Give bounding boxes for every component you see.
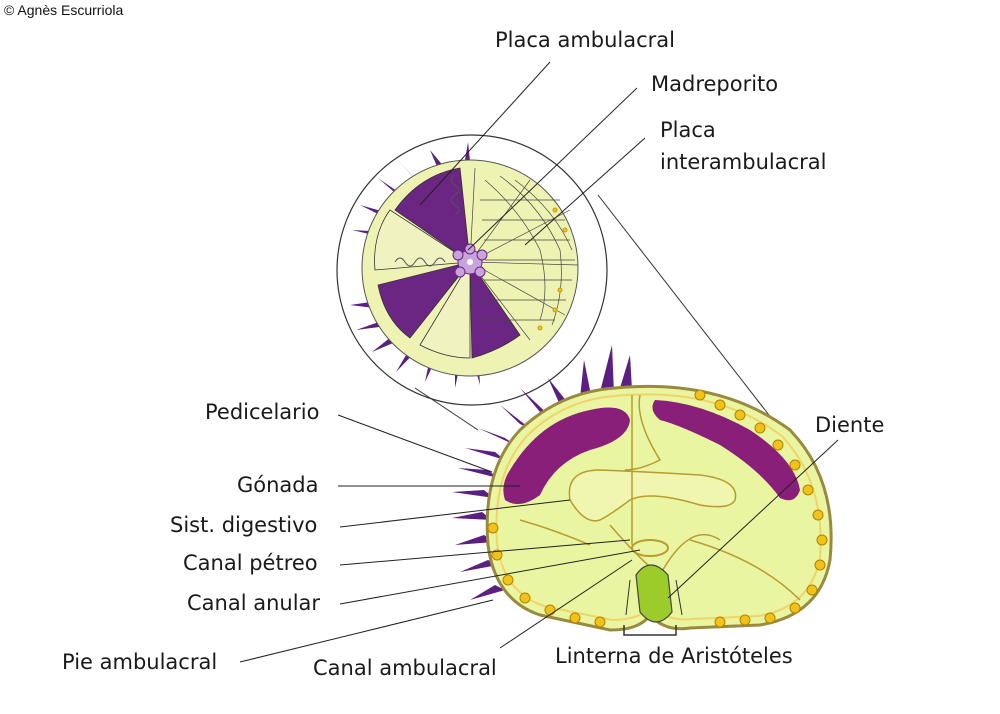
aboral-view — [336, 134, 608, 406]
label-sist-digestivo: Sist. digestivo — [170, 513, 318, 537]
label-placa-ambulacral: Placa ambulacral — [495, 28, 676, 52]
leader-lines — [239, 61, 839, 663]
label-gonada: Gónada — [237, 473, 319, 497]
label-pie-ambulacral: Pie ambulacral — [62, 650, 218, 674]
tube-feet — [487, 389, 828, 628]
label-placa-interambulacral-line2: interambulacral — [660, 150, 827, 174]
label-linterna-aristoteles: Linterna de Aristóteles — [555, 644, 793, 668]
label-madreporito: Madreporito — [651, 72, 779, 96]
label-pedicelario: Pedicelario — [205, 400, 320, 424]
label-canal-anular: Canal anular — [187, 591, 321, 615]
label-diente: Diente — [815, 413, 885, 437]
label-placa-interambulacral-line1: Placa — [660, 118, 716, 142]
label-canal-petreo: Canal pétreo — [183, 551, 318, 575]
label-canal-ambulacral: Canal ambulacral — [313, 656, 497, 680]
cross-section — [452, 345, 833, 636]
copyright-text: © Agnès Escurriola — [4, 2, 124, 18]
